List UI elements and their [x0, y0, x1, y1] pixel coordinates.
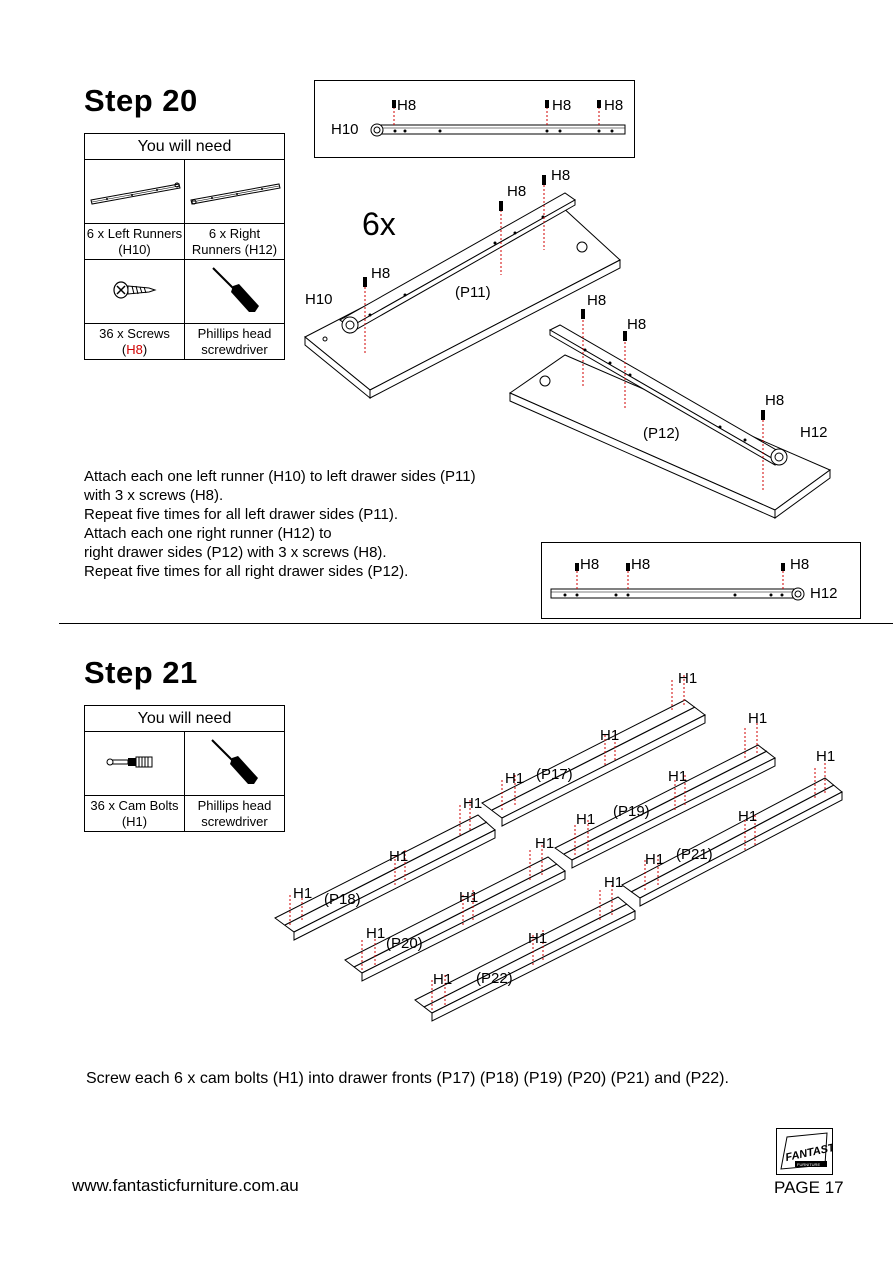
instruction-line: Attach each one left runner (H10) to lef…	[84, 468, 476, 485]
left-runner-caption: 6 x Left Runners (H10)	[84, 223, 185, 260]
screw-icon	[112, 280, 157, 299]
you-will-need-header: You will need	[84, 705, 285, 732]
step-20-instructions: Attach each one left runner (H10) to lef…	[84, 467, 524, 581]
step-21-title: Step 21	[84, 655, 198, 690]
h1-label: H1	[748, 710, 768, 727]
h1-label: H1	[459, 889, 479, 906]
h12-label: H12	[810, 585, 838, 602]
h1-label: H1	[816, 748, 836, 765]
page-number: PAGE 17	[774, 1178, 844, 1197]
h8-label: H8	[587, 292, 607, 309]
screws-caption-open: (	[121, 341, 127, 357]
screwdriver-caption: Phillips head screwdriver	[183, 795, 286, 832]
screws-caption: 36 x Screws(H8)	[84, 323, 185, 360]
cam-bolt-icon	[106, 756, 153, 767]
instruction-line: right drawer sides (P12) with 3 x screws…	[84, 544, 387, 561]
screws-caption-text: 36 x Screws	[99, 325, 170, 341]
h1-label: H1	[389, 848, 409, 865]
h8-label: H8	[397, 97, 417, 114]
screwdriver-icon	[211, 266, 259, 312]
h8-label: H8	[507, 183, 527, 200]
h1-label: H1	[604, 874, 624, 891]
h1-label: H1	[366, 925, 386, 942]
h1-label: H1	[433, 971, 453, 988]
step-20-title: Step 20	[84, 83, 198, 118]
h10-label: H10	[331, 121, 359, 138]
h1-label: H1	[463, 795, 483, 812]
step-20-parts-table: You will need 6 x Left Runners (H10) 6 x…	[84, 133, 285, 360]
right-runner-detail-box: H8 H8 H8 H12	[541, 542, 861, 619]
h8-label: H8	[765, 392, 785, 409]
screwdriver-cell	[184, 259, 285, 324]
right-runner-icon	[189, 182, 281, 205]
logo-subtext: FURNITURE	[797, 1162, 820, 1167]
h8-label: H8	[371, 265, 391, 282]
h8-label: H8	[552, 97, 572, 114]
instruction-line: Repeat five times for all left drawer si…	[84, 506, 399, 523]
h8-label: H8	[790, 556, 810, 573]
multiplier-label: 6x	[362, 206, 396, 242]
p19-label: (P19)	[613, 803, 650, 820]
step-21-instruction: Screw each 6 x cam bolts (H1) into drawe…	[86, 1070, 729, 1087]
right-runner-detail-drawing	[550, 563, 805, 601]
p18-label: (P18)	[324, 891, 361, 908]
h1-label: H1	[505, 770, 525, 787]
h1-label: H1	[576, 811, 596, 828]
step-21-assembly-drawing	[274, 675, 843, 1022]
h1-label: H1	[678, 670, 698, 687]
screws-caption-code: H8	[126, 341, 143, 357]
instruction-line: Repeat five times for all right drawer s…	[84, 563, 409, 580]
h1-label: H1	[738, 808, 758, 825]
right-runner-cell	[184, 159, 285, 224]
h8-label: H8	[604, 97, 624, 114]
p17-label: (P17)	[536, 766, 573, 783]
h1-label: H1	[535, 835, 555, 852]
h10-label: H10	[305, 291, 333, 308]
cam-bolt-cell	[84, 731, 185, 796]
screws-caption-close: )	[142, 341, 148, 357]
screwdriver-icon	[211, 738, 259, 784]
p12-label: (P12)	[643, 425, 680, 442]
you-will-need-header: You will need	[84, 133, 285, 160]
h8-label: H8	[551, 167, 571, 184]
step-21-parts-table: You will need 36 x Cam Bolts (H1) Philli…	[84, 705, 286, 832]
left-runner-cell	[84, 159, 185, 224]
h1-label: H1	[668, 768, 688, 785]
h1-label: H1	[293, 885, 313, 902]
left-runner-detail-box: H8 H8 H8 H10	[314, 80, 635, 158]
left-runner-detail-drawing	[370, 100, 626, 137]
section-divider	[59, 623, 893, 624]
website-link[interactable]: www.fantasticfurniture.com.au	[72, 1176, 299, 1195]
p20-label: (P20)	[386, 935, 423, 952]
screw-cell	[84, 259, 185, 324]
p22-label: (P22)	[476, 970, 513, 987]
fantastic-logo: FANTASTIC FURNITURE	[776, 1128, 847, 1175]
h8-label: H8	[580, 556, 600, 573]
screwdriver-cell	[183, 731, 286, 796]
step-20-assembly-drawing	[304, 175, 832, 519]
h1-label: H1	[645, 851, 665, 868]
screwdriver-caption: Phillips head screwdriver	[184, 323, 285, 360]
left-runner-icon	[89, 182, 181, 205]
cam-bolts-caption: 36 x Cam Bolts (H1)	[84, 795, 185, 832]
instruction-line: with 3 x screws (H8).	[84, 487, 224, 504]
p11-label: (P11)	[455, 284, 491, 301]
instruction-line: Attach each one right runner (H12) to	[84, 525, 332, 542]
h1-label: H1	[600, 727, 620, 744]
h8-label: H8	[631, 556, 651, 573]
h1-label: H1	[528, 930, 548, 947]
h8-label: H8	[627, 316, 647, 333]
h12-label: H12	[800, 424, 828, 441]
fantastic-logo-mark: FANTASTIC FURNITURE	[780, 1132, 847, 1170]
right-runner-caption: 6 x Right Runners (H12)	[184, 223, 285, 260]
p21-label: (P21)	[676, 846, 713, 863]
